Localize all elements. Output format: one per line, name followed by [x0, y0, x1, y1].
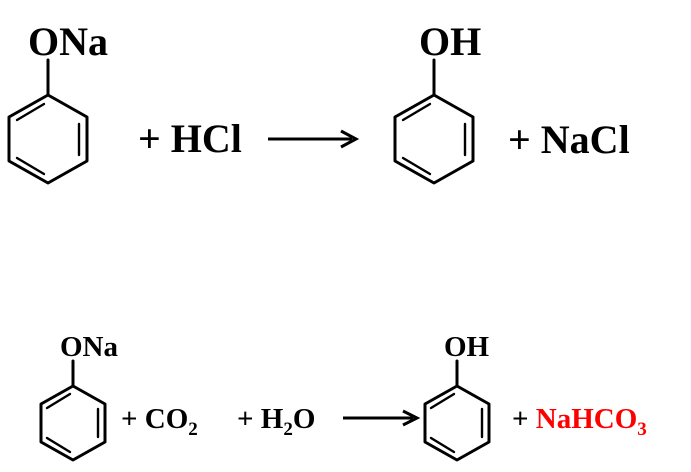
- reagent-h2o-suffix: O: [293, 403, 316, 435]
- reagent-co2: + CO2: [121, 403, 198, 440]
- benzene-ring-reactant-1: [7, 58, 89, 185]
- reactant-group-label-2: ONa: [60, 331, 119, 363]
- byproduct-nacl: + NaCl: [508, 117, 630, 162]
- byproduct-nahco3-subscript: 3: [637, 419, 647, 440]
- product-group-label-2: OH: [444, 331, 490, 363]
- reaction-arrow-2: [343, 409, 421, 427]
- reagent-co2-main: + CO: [121, 403, 188, 435]
- benzene-ring-product-2: [423, 359, 491, 462]
- reagent-h2o-subscript: 2: [283, 419, 293, 440]
- benzene-ring-reactant-2: [39, 359, 107, 462]
- byproduct-nahco3-main: NaHCO: [536, 403, 638, 435]
- reagent-h2o: + H2O: [237, 403, 315, 440]
- reaction-2: ONa + CO2 + H2O OH + NaHCO3: [39, 331, 647, 462]
- byproduct-plus: +: [512, 403, 536, 435]
- reaction-1: ONa + HCl OH + NaCl: [7, 19, 630, 185]
- reagent-co2-subscript: 2: [188, 419, 198, 440]
- benzene-ring-product-1: [393, 58, 475, 185]
- reactant-group-label-1: ONa: [28, 19, 108, 64]
- byproduct-nahco3: + NaHCO3: [512, 403, 647, 440]
- reaction-arrow-1: [268, 129, 360, 149]
- reagent-h2o-main: + H: [237, 403, 284, 435]
- reagent-hcl: + HCl: [138, 116, 242, 161]
- product-group-label-1: OH: [419, 19, 481, 64]
